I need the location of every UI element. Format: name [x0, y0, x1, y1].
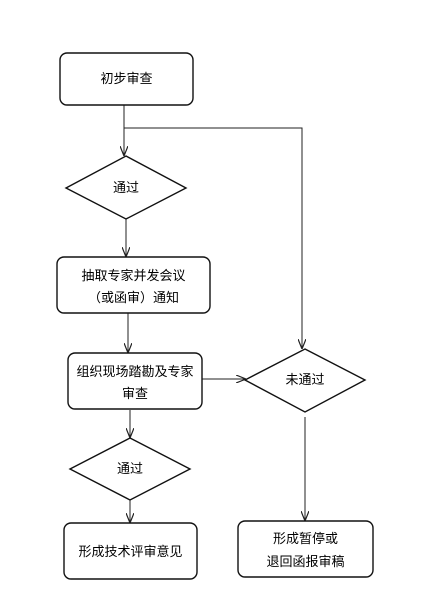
node-pass-2-label: 通过: [117, 462, 143, 477]
node-technical-opinion: 形成技术评审意见: [63, 522, 198, 580]
node-pass-1-shape: [64, 155, 188, 220]
node-site-inspection-shape: [67, 352, 203, 410]
node-select-experts: 抽取专家并发会议 （或函审）通知: [56, 256, 211, 314]
node-select-experts-line1: 抽取专家并发会议: [81, 268, 185, 284]
edge-initial-to-notpass: [124, 127, 302, 348]
node-pass-1: 通过: [64, 155, 188, 220]
node-suspend-or-return-shape: [237, 520, 374, 578]
node-site-inspection-line2: 审查: [122, 387, 148, 402]
node-pass-1-label: 通过: [113, 181, 139, 196]
node-technical-opinion-label: 形成技术评审意见: [78, 544, 182, 560]
node-pass-2: 通过: [68, 437, 192, 501]
edges: [124, 105, 305, 522]
node-initial-review: 初步审查: [59, 52, 194, 106]
node-select-experts-line2: （或函审）通知: [88, 290, 179, 306]
node-suspend-or-return-line2: 退回函报审稿: [266, 554, 344, 570]
node-not-pass-label: 未通过: [285, 373, 324, 388]
node-site-inspection: 组织现场踏勘及专家 审查: [67, 352, 203, 410]
node-technical-opinion-shape: [63, 522, 198, 580]
node-initial-review-label: 初步审查: [100, 72, 152, 87]
node-not-pass-shape: [243, 348, 367, 413]
node-select-experts-shape: [56, 256, 211, 314]
node-suspend-or-return-line1: 形成暂停或: [273, 531, 338, 547]
node-initial-review-shape: [59, 52, 194, 106]
node-suspend-or-return: 形成暂停或 退回函报审稿: [237, 520, 374, 578]
node-pass-2-shape: [68, 437, 192, 501]
node-site-inspection-line1: 组织现场踏勘及专家: [76, 364, 193, 380]
node-not-pass: 未通过: [243, 348, 367, 413]
